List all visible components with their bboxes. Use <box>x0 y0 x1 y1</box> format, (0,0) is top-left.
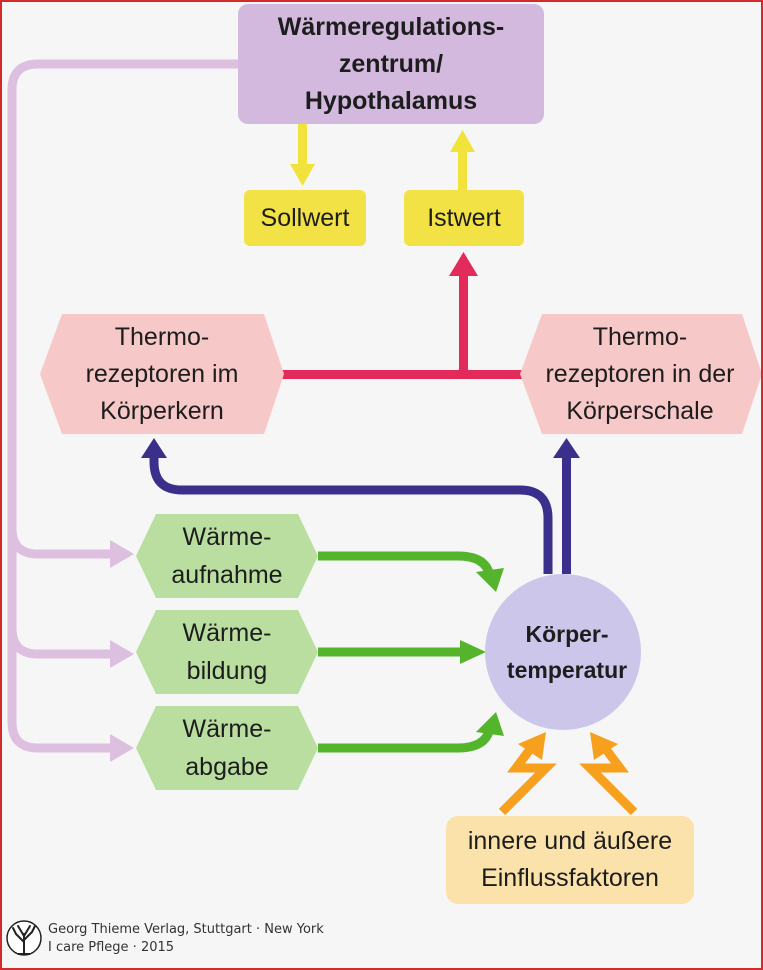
orange-arrowheads <box>518 732 618 760</box>
heat-intake-label: Wärme- aufnahme <box>171 523 283 589</box>
setpoint-box <box>244 190 366 246</box>
receptor-shell-hexagon <box>520 314 761 434</box>
tree-logo-icon <box>6 920 42 956</box>
receptor-core-hexagon <box>40 314 284 434</box>
publisher-footer: Georg Thieme Verlag, Stuttgart · New Yor… <box>6 914 324 964</box>
receptor-core-label: Thermo- rezeptoren im Körperkern <box>85 322 239 425</box>
heat-intake-hexagon <box>136 514 318 598</box>
setpoint-label: Sollwert <box>260 203 350 232</box>
hypothalamus-box <box>238 4 544 124</box>
orange-lightning-arrows <box>498 741 638 816</box>
influences-label: innere und äußere Einflussfaktoren <box>467 827 673 892</box>
actual-value-box <box>404 190 524 246</box>
yellow-arrows <box>290 124 475 192</box>
publisher-text: Georg Thieme Verlag, Stuttgart · New Yor… <box>48 922 324 937</box>
heat-production-label: Wärme- bildung <box>182 619 272 685</box>
heat-loss-hexagon <box>136 706 318 790</box>
receptor-shell-label: Thermo- rezeptoren in der Körperschale <box>545 322 735 425</box>
body-temperature-label: Körper- temperatur <box>506 621 628 683</box>
actual-value-label: Istwert <box>427 203 501 232</box>
heat-production-hexagon <box>136 610 318 694</box>
navy-arrows <box>141 438 580 574</box>
heat-loss-label: Wärme- abgabe <box>182 715 272 781</box>
body-temperature-circle <box>485 574 641 730</box>
lilac-arrowheads <box>110 540 134 762</box>
influences-box <box>446 816 694 904</box>
green-arrowheads <box>460 568 504 736</box>
hypothalamus-label: Wärmeregulations- zentrum/ Hypothalamus <box>277 12 505 115</box>
lilac-feedback-arrows <box>7 59 238 753</box>
red-signal-arrows <box>278 252 528 379</box>
book-text: I care Pflege · 2015 <box>48 940 175 955</box>
